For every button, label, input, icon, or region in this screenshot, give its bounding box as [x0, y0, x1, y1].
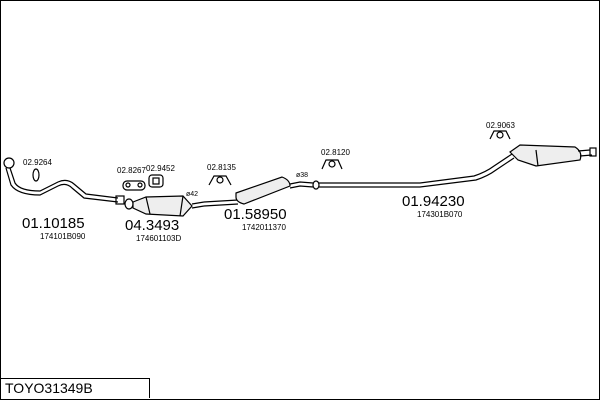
front-pipe-flange — [3, 157, 15, 169]
rear-pipe — [319, 153, 515, 188]
rear-silencer — [509, 144, 597, 167]
converter-inlet-ring — [124, 198, 134, 210]
hanger-8135-shape — [208, 175, 232, 186]
oem-number-middle-silencer: 1742011370 — [242, 223, 286, 232]
hanger-8135-label: 02.8135 — [207, 163, 236, 172]
hanger-8120-label: 02.8120 — [321, 148, 350, 157]
rear-silencer-seam — [535, 149, 539, 167]
front-pipe-end-flange — [115, 195, 125, 205]
middle-silencer — [203, 176, 320, 207]
front-pipe — [3, 157, 125, 205]
converter-seams — [145, 195, 184, 217]
hanger-8120-shape — [321, 159, 343, 170]
diameter-38-label: ø38 — [296, 172, 308, 179]
converter-body — [132, 195, 193, 217]
oem-number-catalytic-converter: 174601103D — [136, 234, 181, 243]
middle-outlet-joint — [312, 180, 320, 190]
gasket-9264-shape — [32, 168, 40, 182]
gasket-8267-label: 02.8267 — [117, 166, 146, 175]
diameter-42-label: ø42 — [186, 191, 198, 198]
drawing-code-box: TOYO31349B — [0, 378, 150, 398]
part-number-middle-silencer: 01.58950 — [224, 206, 287, 223]
catalytic-converter — [124, 195, 205, 217]
gasket-9452-label: 02.9452 — [146, 164, 175, 173]
front-pipe-tube-lower — [9, 167, 119, 199]
drawing-code: TOYO31349B — [5, 380, 93, 396]
middle-outlet-pipe — [289, 181, 314, 189]
middle-silencer-body — [235, 176, 291, 205]
rear-pipe-tube-upper — [319, 153, 513, 184]
tailpipe-tip — [589, 147, 597, 157]
converter-outlet — [191, 201, 205, 209]
rear-silencer-body — [509, 144, 582, 167]
rear-pipe-tube-lower — [319, 157, 515, 188]
gasket-9264-label: 02.9264 — [23, 158, 52, 167]
oem-number-front-pipe: 174101B090 — [40, 232, 86, 241]
gasket-8267-shape — [122, 180, 146, 191]
gasket-9452-shape — [148, 174, 164, 188]
part-number-front-pipe: 01.10185 — [22, 215, 85, 232]
oem-number-rear-section: 174301B070 — [417, 210, 463, 219]
middle-inlet-pipe — [203, 199, 239, 207]
hanger-9063-label: 02.9063 — [486, 121, 515, 130]
part-number-catalytic-converter: 04.3493 — [125, 217, 179, 234]
front-pipe-tube-upper — [5, 167, 119, 203]
part-number-rear-section: 01.94230 — [402, 193, 465, 210]
hanger-9063-shape — [489, 130, 511, 140]
